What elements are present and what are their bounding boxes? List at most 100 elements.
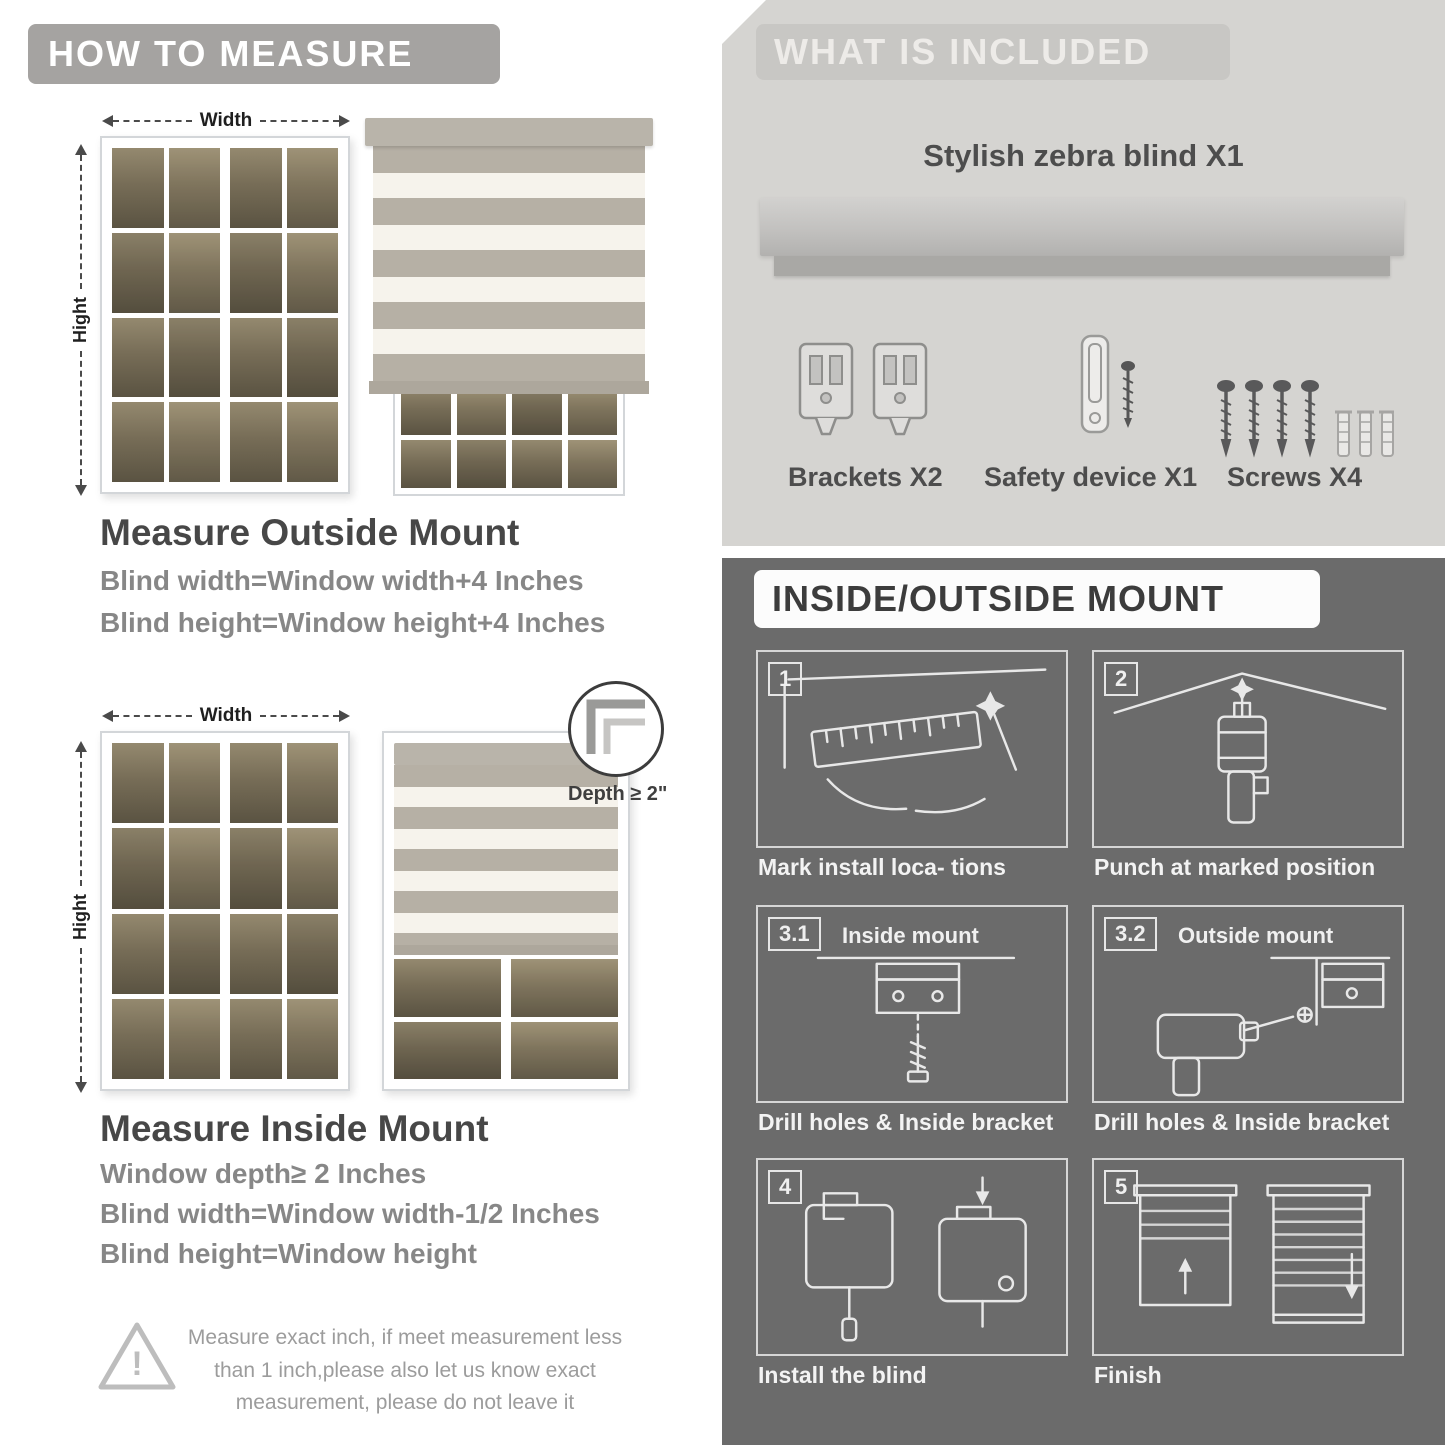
step-panel-5: 5 bbox=[1092, 1158, 1404, 1356]
window-pane bbox=[512, 439, 562, 488]
blind-bottom-rail bbox=[369, 381, 649, 394]
depth-callout-label: Depth ≥ 2" bbox=[568, 783, 668, 805]
brackets-label: Brackets X2 bbox=[788, 462, 943, 492]
arrow-down-icon bbox=[74, 1082, 87, 1094]
window-pane bbox=[112, 913, 164, 994]
screws-label: Screws X4 bbox=[1227, 462, 1363, 492]
window-pane bbox=[168, 913, 220, 994]
arrow-up-icon bbox=[74, 741, 87, 752]
window-pane bbox=[112, 998, 164, 1079]
frame-corner-icon bbox=[586, 699, 645, 754]
window-pane bbox=[286, 828, 338, 909]
blind-bottom-rail bbox=[394, 945, 618, 955]
step-number: 2 bbox=[1104, 662, 1139, 696]
step-number: 5 bbox=[1104, 1170, 1139, 1204]
arrow-up-icon bbox=[74, 144, 87, 155]
window-pane bbox=[230, 232, 282, 313]
step-panel-1: 1 bbox=[756, 650, 1068, 848]
inside-bracket-icon bbox=[816, 956, 1016, 1083]
what-is-included-panel: WHAT IS INCLUDED Stylish zebra blind X1 bbox=[722, 0, 1445, 546]
window-illustration bbox=[100, 136, 350, 494]
window-pane bbox=[286, 913, 338, 994]
window-pane bbox=[511, 959, 618, 1017]
safety-device-label: Safety device X1 bbox=[984, 462, 1198, 492]
window-pane bbox=[112, 743, 164, 824]
window-pane bbox=[168, 998, 220, 1079]
step-number: 3.2 bbox=[1104, 917, 1157, 951]
inside-height-formula: Blind height=Window height bbox=[100, 1238, 477, 1269]
arrow-left-icon bbox=[102, 710, 113, 722]
finish-blind-icon bbox=[1133, 1184, 1371, 1324]
window-pane bbox=[168, 317, 220, 398]
window-pane bbox=[112, 232, 164, 313]
window-pane bbox=[112, 317, 164, 398]
mark-location-icon bbox=[783, 668, 1047, 814]
mount-header: INSIDE/OUTSIDE MOUNT bbox=[754, 570, 1320, 628]
window-pane bbox=[512, 386, 562, 435]
window-pane bbox=[230, 402, 282, 482]
zebra-blind-outside-illustration bbox=[365, 118, 653, 496]
headrail-lip bbox=[774, 256, 1390, 276]
window-pane bbox=[286, 998, 338, 1079]
window-pane bbox=[511, 1021, 618, 1079]
window-pane bbox=[230, 743, 282, 824]
arrow-right-icon bbox=[339, 710, 350, 722]
window-pane bbox=[286, 148, 338, 228]
warning-note: Measure exact inch, if meet measurement … bbox=[175, 1322, 635, 1420]
step-caption: Punch at marked position bbox=[1094, 854, 1376, 880]
bracket-icon bbox=[872, 342, 928, 436]
window-behind-blind bbox=[393, 378, 625, 496]
step-caption: Finish bbox=[1094, 1362, 1162, 1388]
window-pane bbox=[567, 439, 617, 488]
step-caption: Drill holes & Inside bracket bbox=[758, 1109, 1054, 1135]
safety-device-icon bbox=[1080, 334, 1135, 434]
window-pane bbox=[286, 317, 338, 398]
width-arrow: Width bbox=[102, 705, 350, 727]
window-pane bbox=[230, 148, 282, 228]
window-pane bbox=[567, 386, 617, 435]
outside-mount-figure: Width Hight bbox=[60, 100, 670, 510]
step-panel-3-2: 3.2 Outside mount bbox=[1092, 905, 1404, 1103]
mount-instructions-panel: INSIDE/OUTSIDE MOUNT 1 Mark install loca… bbox=[722, 558, 1445, 1445]
step-caption: Drill holes & Inside bracket bbox=[1094, 1109, 1390, 1135]
how-to-measure-header: HOW TO MEASURE bbox=[28, 24, 500, 84]
inside-width-formula: Blind width=Window width-1/2 Inches bbox=[100, 1198, 600, 1229]
window-pane bbox=[286, 232, 338, 313]
blind-item-label: Stylish zebra blind X1 bbox=[923, 138, 1244, 173]
window-pane bbox=[230, 317, 282, 398]
window-pane bbox=[168, 743, 220, 824]
window-pane bbox=[401, 439, 451, 488]
width-label: Width bbox=[199, 110, 253, 131]
arrow-left-icon bbox=[102, 115, 113, 127]
step-number: 1 bbox=[768, 662, 803, 696]
outside-mount-title: Measure Outside Mount bbox=[100, 512, 520, 553]
window-pane bbox=[230, 998, 282, 1079]
warning-line: than 1 inch,please also let us know exac… bbox=[214, 1358, 596, 1382]
step-title: Outside mount bbox=[1178, 923, 1334, 948]
window-pane bbox=[286, 402, 338, 482]
window-pane bbox=[286, 743, 338, 824]
outside-height-formula: Blind height=Window height+4 Inches bbox=[100, 607, 606, 638]
blind-cassette bbox=[394, 743, 618, 765]
inside-mount-title: Measure Inside Mount bbox=[100, 1108, 489, 1149]
window-pane bbox=[168, 232, 220, 313]
zebra-stripes bbox=[373, 146, 645, 381]
window-pane bbox=[112, 828, 164, 909]
height-label: Hight bbox=[70, 894, 90, 940]
warning-line: Measure exact inch, if meet measurement … bbox=[187, 1326, 623, 1349]
window-lower-panes bbox=[394, 959, 618, 1079]
drill-icon bbox=[1113, 672, 1387, 824]
window-pane bbox=[401, 386, 451, 435]
width-label: Width bbox=[199, 705, 253, 726]
zebra-stripes bbox=[394, 765, 618, 945]
window-pane bbox=[394, 1021, 501, 1079]
step-number: 3.1 bbox=[768, 917, 821, 951]
window-pane bbox=[112, 402, 164, 482]
what-is-included-header: WHAT IS INCLUDED bbox=[756, 24, 1230, 80]
width-arrow: Width bbox=[102, 110, 350, 132]
window-pane bbox=[394, 959, 501, 1017]
arrow-down-icon bbox=[74, 485, 87, 497]
height-arrow: Hight bbox=[70, 741, 91, 1094]
step-panel-2: 2 bbox=[1092, 650, 1404, 848]
